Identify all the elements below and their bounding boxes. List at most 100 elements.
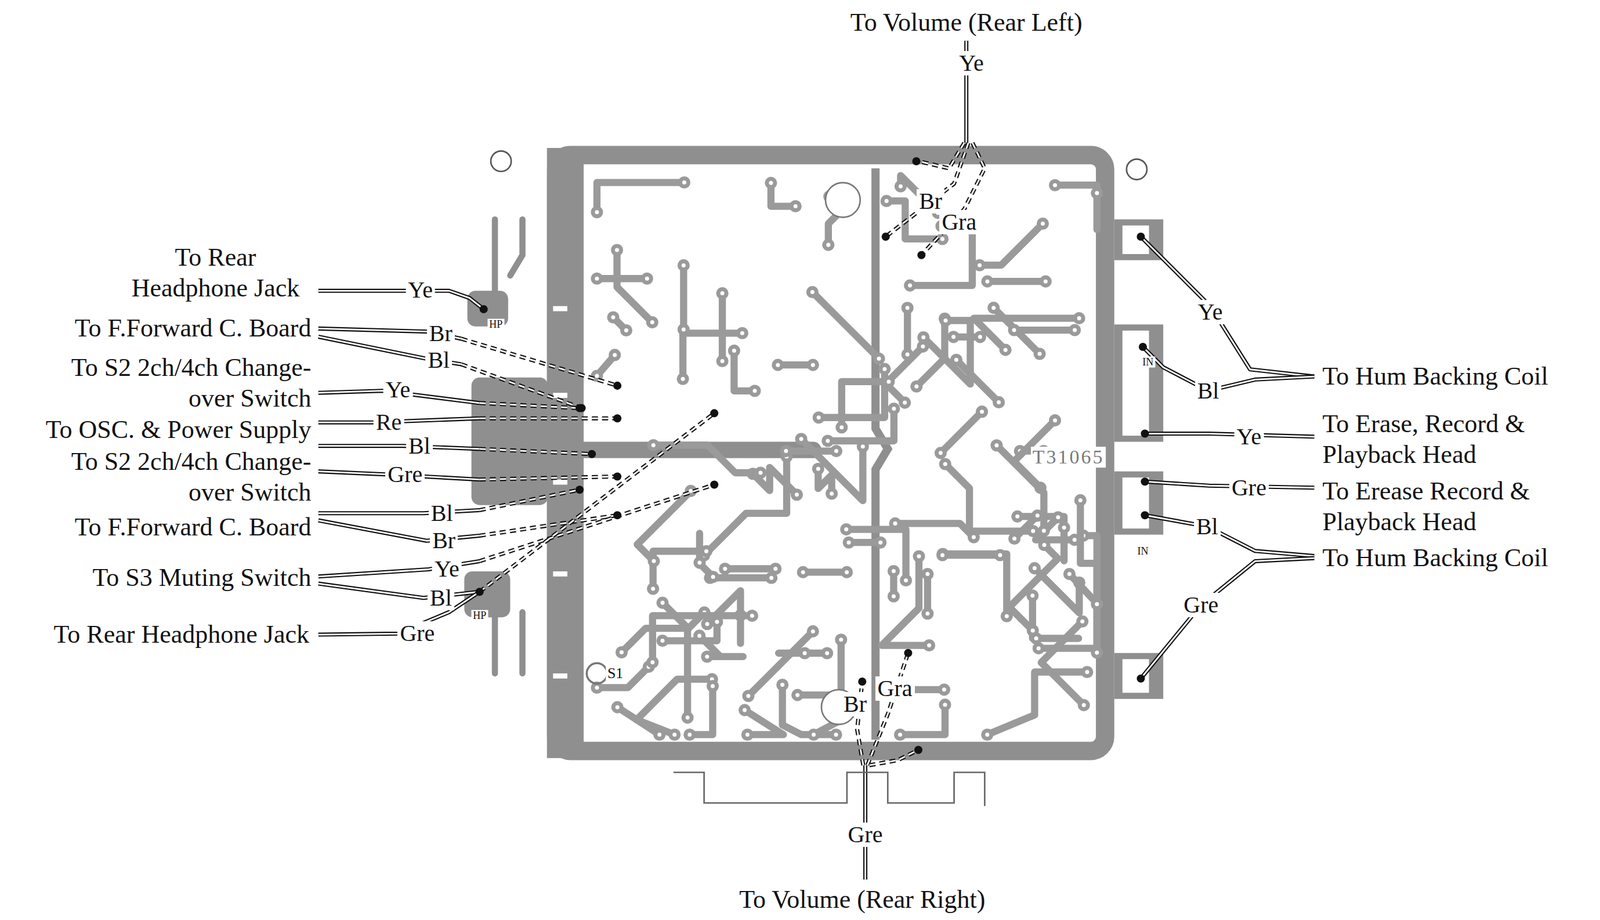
- solder-pad: [981, 275, 994, 288]
- pcb-trace: [885, 346, 923, 403]
- pad-hole: [884, 198, 889, 204]
- pcb-trace: [509, 219, 523, 276]
- wire-color-code: Ye: [956, 51, 987, 76]
- pad-hole: [594, 276, 599, 281]
- wire-core: [318, 446, 480, 450]
- pcb-trace: [733, 350, 755, 392]
- solder-joint: [475, 587, 484, 596]
- solder-pad: [700, 650, 713, 663]
- pcb-trace: [812, 292, 879, 360]
- wire-color-code: Bl: [425, 348, 452, 373]
- pad-hole: [650, 586, 655, 591]
- solder-pad: [610, 243, 624, 256]
- pcb-trace: [718, 293, 726, 362]
- solder-pad: [993, 548, 1006, 561]
- pad-hole: [943, 461, 948, 466]
- solder-pad: [1037, 524, 1051, 537]
- solder-pad: [677, 373, 690, 386]
- wire-core: [1140, 558, 1314, 679]
- pad-hole: [1030, 628, 1035, 633]
- solder-pad: [825, 487, 838, 500]
- connection-label: To Rear Headphone Jack: [119, 243, 311, 305]
- solder-pad: [779, 444, 792, 458]
- solder-pad: [741, 689, 755, 702]
- solder-pad: [741, 728, 754, 741]
- solder-pad: [893, 728, 907, 741]
- solder-pad: [738, 704, 751, 717]
- solder-joint: [575, 485, 584, 494]
- pad-hole: [878, 540, 883, 545]
- wire: [461, 364, 582, 409]
- pad-hole: [681, 263, 686, 268]
- pcb-trace: [617, 707, 660, 735]
- solder-pad: [677, 259, 690, 272]
- solder-pad: [1011, 510, 1024, 523]
- wire-color-code: Ye: [383, 377, 414, 403]
- wire-color-code: Br: [429, 528, 458, 553]
- pad-hole: [619, 650, 624, 655]
- wire-core: [318, 509, 480, 513]
- solder-pad: [882, 375, 895, 388]
- wire: [479, 484, 715, 561]
- wire-color-code: Bl: [406, 433, 433, 459]
- solder-pad: [967, 531, 980, 544]
- pad-hole: [1037, 351, 1042, 356]
- pad-hole: [954, 357, 959, 363]
- pad-hole: [1052, 418, 1057, 423]
- solder-pad: [1076, 615, 1089, 628]
- solder-joint: [587, 450, 596, 459]
- pad-hole: [783, 449, 788, 454]
- solder-pad: [973, 259, 986, 272]
- solder-joint: [613, 414, 622, 423]
- wire-core: [1145, 515, 1315, 556]
- pad-hole: [624, 328, 629, 333]
- connection-label: To Hum Backing Coil: [1322, 543, 1549, 574]
- solder-pad: [812, 462, 825, 476]
- pad-hole: [746, 693, 751, 698]
- solder-joint: [1140, 477, 1149, 486]
- wire: [479, 476, 618, 480]
- wire: [479, 413, 715, 592]
- wire: [869, 750, 919, 766]
- wire-color-code: Bl: [1193, 514, 1221, 539]
- wire-core: [461, 364, 582, 409]
- pad-hole: [1012, 328, 1017, 333]
- pad-hole: [838, 637, 843, 642]
- solder-pad: [992, 396, 1005, 409]
- pcb-board: [556, 154, 1106, 751]
- pad-hole: [660, 638, 665, 643]
- pad-hole: [943, 318, 948, 323]
- board-marking: HP: [487, 319, 505, 331]
- ground-slot: [552, 479, 568, 485]
- pad-hole: [1003, 348, 1008, 353]
- pad-hole: [594, 210, 599, 215]
- wire-color-code: Gre: [1229, 475, 1269, 501]
- pad-hole: [697, 633, 702, 638]
- pad-hole: [697, 560, 702, 566]
- solder-pad: [880, 194, 893, 208]
- pcb-trace: [942, 551, 1001, 559]
- wire-core: [479, 484, 715, 561]
- pad-hole: [758, 470, 763, 475]
- wire-color-code: Bl: [428, 501, 456, 526]
- pad-hole: [891, 594, 896, 599]
- pad-hole: [940, 236, 945, 241]
- wire: [479, 489, 580, 510]
- wire-core: [479, 417, 618, 420]
- pad-hole: [1094, 190, 1099, 195]
- solder-joint: [914, 746, 923, 755]
- pcb-trace: [748, 631, 813, 696]
- wire-color-code: Ye: [1234, 424, 1265, 450]
- solder-pad: [693, 556, 706, 570]
- solder-joint: [1136, 232, 1145, 241]
- wire-core: [1140, 236, 1314, 377]
- connection-label: To Hum Backing Coil: [1322, 361, 1549, 393]
- pad-hole: [925, 572, 930, 577]
- pad-hole: [720, 291, 725, 296]
- pad-hole: [722, 566, 727, 571]
- board-marking: S1: [605, 665, 625, 682]
- wire: [461, 338, 618, 386]
- solder-pad: [1033, 347, 1046, 360]
